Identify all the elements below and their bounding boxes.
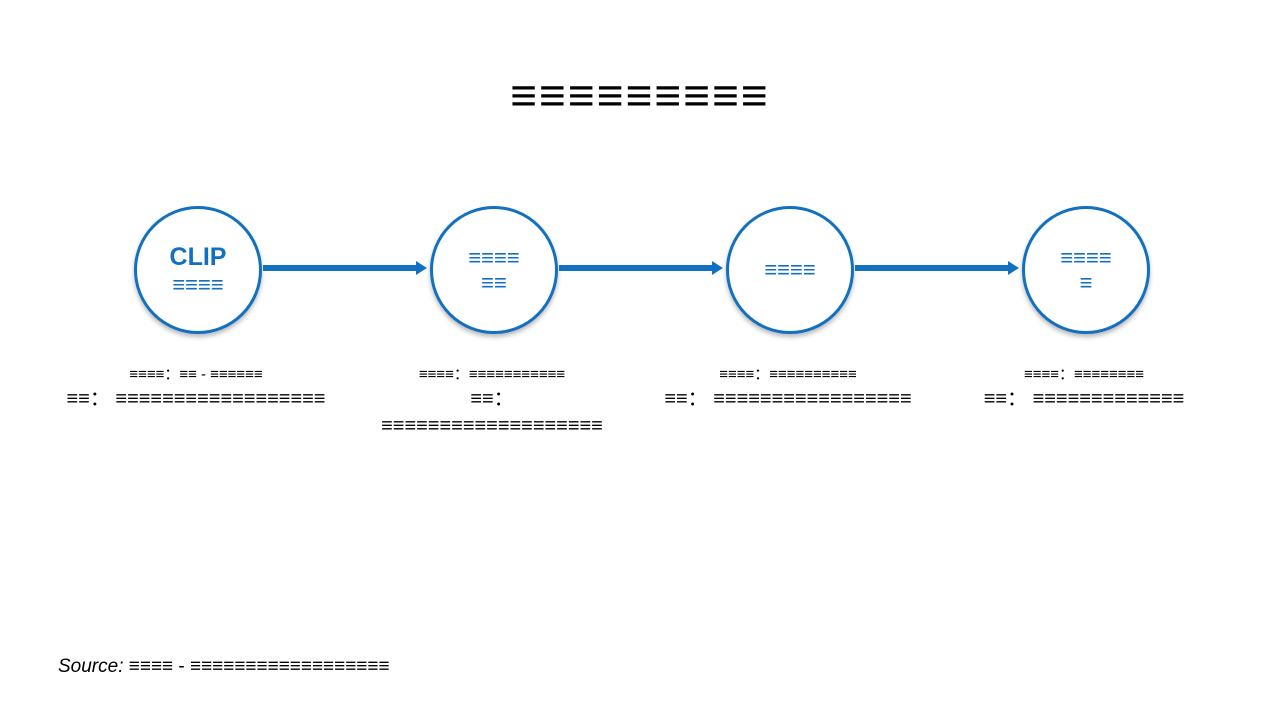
arrow-right-icon: [855, 261, 1019, 275]
step-1-meta: ≡≡≡≡：≡≡ - ≡≡≡≡≡≡: [129, 366, 263, 383]
step-1-detail: ≡≡： ≡≡≡≡≡≡≡≡≡≡≡≡≡≡≡≡≡≡: [66, 388, 326, 410]
step-4-title: ≡≡≡≡: [1060, 244, 1112, 270]
step-3-title: ≡≡≡≡: [764, 257, 816, 283]
step-circle-4: ≡≡≡≡ ≡: [1022, 206, 1150, 334]
step-3-description: ≡≡≡≡：≡≡≡≡≡≡≡≡≡≡ ≡≡： ≡≡≡≡≡≡≡≡≡≡≡≡≡≡≡≡≡: [653, 364, 923, 413]
step-2-title: ≡≡≡≡: [468, 244, 520, 270]
source-note: Source: ≡≡≡≡ - ≡≡≡≡≡≡≡≡≡≡≡≡≡≡≡≡≡≡: [58, 656, 390, 678]
step-3-detail: ≡≡： ≡≡≡≡≡≡≡≡≡≡≡≡≡≡≡≡≡: [664, 388, 912, 410]
step-circle-2: ≡≡≡≡ ≡≡: [430, 206, 558, 334]
step-4-detail: ≡≡： ≡≡≡≡≡≡≡≡≡≡≡≡≡: [983, 388, 1185, 410]
step-1-title: CLIP: [169, 242, 227, 271]
step-4-meta: ≡≡≡≡：≡≡≡≡≡≡≡≡: [1023, 366, 1145, 383]
step-circle-1: CLIP ≡≡≡≡: [134, 206, 262, 334]
step-circle-3: ≡≡≡≡: [726, 206, 854, 334]
step-4-description: ≡≡≡≡：≡≡≡≡≡≡≡≡ ≡≡： ≡≡≡≡≡≡≡≡≡≡≡≡≡: [949, 364, 1219, 413]
step-1-description: ≡≡≡≡：≡≡ - ≡≡≡≡≡≡ ≡≡： ≡≡≡≡≡≡≡≡≡≡≡≡≡≡≡≡≡≡: [61, 364, 331, 413]
step-1-subtitle: ≡≡≡≡: [172, 271, 224, 297]
step-2-meta: ≡≡≡≡：≡≡≡≡≡≡≡≡≡≡≡: [418, 366, 566, 383]
step-3-meta: ≡≡≡≡：≡≡≡≡≡≡≡≡≡≡: [719, 366, 857, 383]
arrow-right-icon: [263, 261, 427, 275]
slide-title: ≡≡≡≡≡≡≡≡≡: [510, 69, 770, 121]
step-2-subtitle: ≡≡: [481, 270, 507, 295]
arrow-right-icon: [559, 261, 723, 275]
step-2-description: ≡≡≡≡：≡≡≡≡≡≡≡≡≡≡≡ ≡≡： ≡≡≡≡≡≡≡≡≡≡≡≡≡≡≡≡≡≡≡: [357, 364, 627, 440]
step-4-subtitle: ≡: [1079, 270, 1093, 295]
step-2-detail: ≡≡： ≡≡≡≡≡≡≡≡≡≡≡≡≡≡≡≡≡≡≡: [381, 388, 603, 437]
source-text: ≡≡≡≡ - ≡≡≡≡≡≡≡≡≡≡≡≡≡≡≡≡≡≡: [128, 656, 390, 677]
source-label: Source:: [58, 656, 124, 677]
